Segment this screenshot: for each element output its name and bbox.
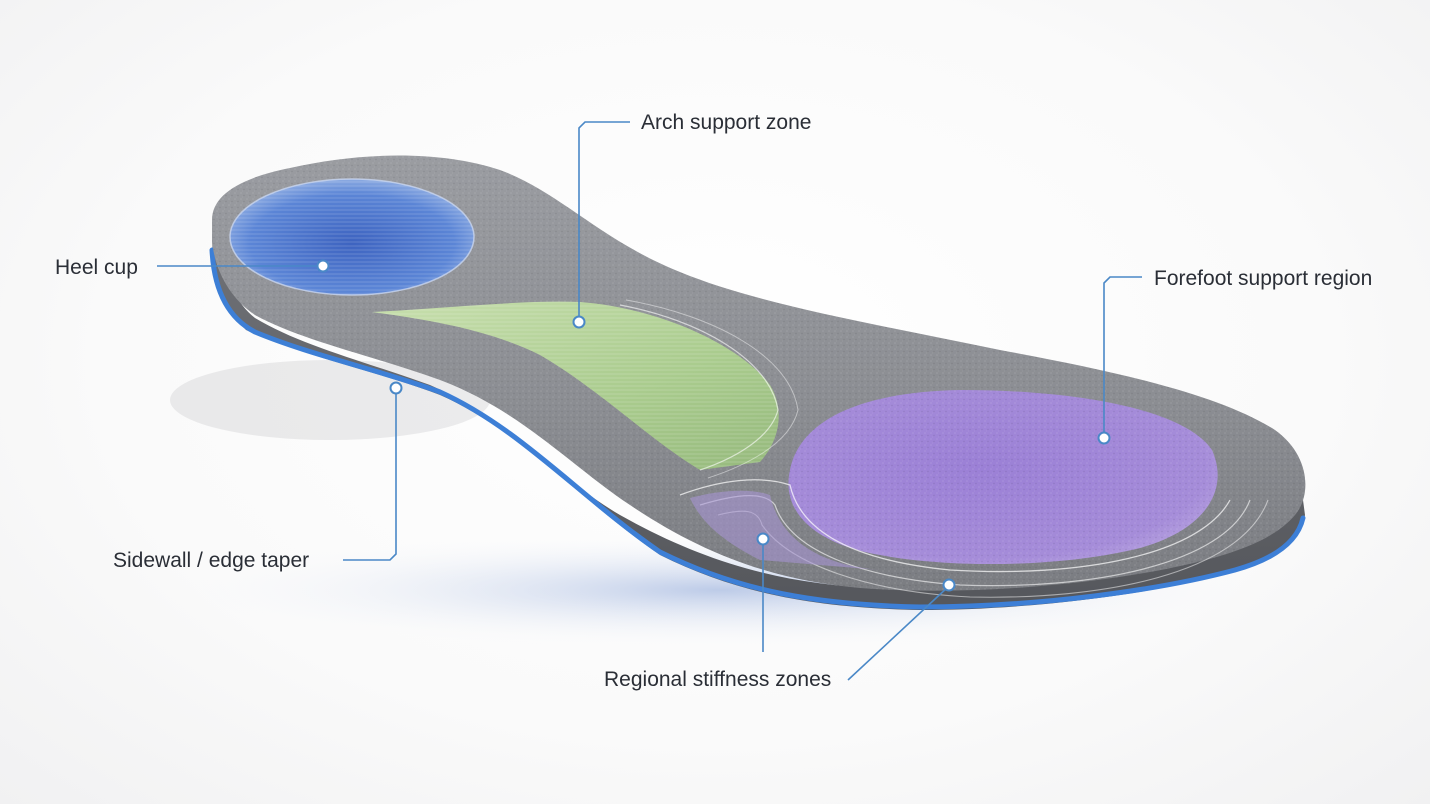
arch-support-marker bbox=[572, 315, 586, 329]
heel-cup-label: Heel cup bbox=[55, 256, 138, 279]
insole bbox=[209, 155, 1306, 610]
stiffness-marker-2 bbox=[942, 578, 956, 592]
base-layer bbox=[209, 247, 1306, 610]
forefoot-support-zone bbox=[679, 390, 1269, 598]
arch-support-leader bbox=[578, 121, 630, 318]
arch-support-zone bbox=[372, 299, 799, 479]
forefoot-support-marker bbox=[1097, 431, 1111, 445]
sidewall bbox=[212, 235, 1305, 610]
heel-cup-marker bbox=[316, 259, 330, 273]
sidewall-label: Sidewall / edge taper bbox=[113, 549, 309, 572]
stiffness-marker-1 bbox=[756, 532, 770, 546]
stiffness-contour bbox=[679, 479, 1231, 573]
leader-markers bbox=[316, 259, 1111, 592]
stiffness-leader-2 bbox=[847, 585, 950, 681]
callout-labels: Heel cup Arch support zone Forefoot supp… bbox=[55, 111, 1372, 691]
forefoot-support-leader bbox=[1103, 276, 1142, 436]
sidewall-marker bbox=[389, 381, 403, 395]
arch-support-label: Arch support zone bbox=[641, 111, 811, 134]
stiffness-zones-label: Regional stiffness zones bbox=[604, 668, 831, 691]
sidewall-leader bbox=[343, 390, 397, 561]
forefoot-support-label: Forefoot support region bbox=[1154, 267, 1372, 290]
leader-lines bbox=[157, 121, 1142, 681]
heel-cup-zone bbox=[229, 178, 475, 296]
